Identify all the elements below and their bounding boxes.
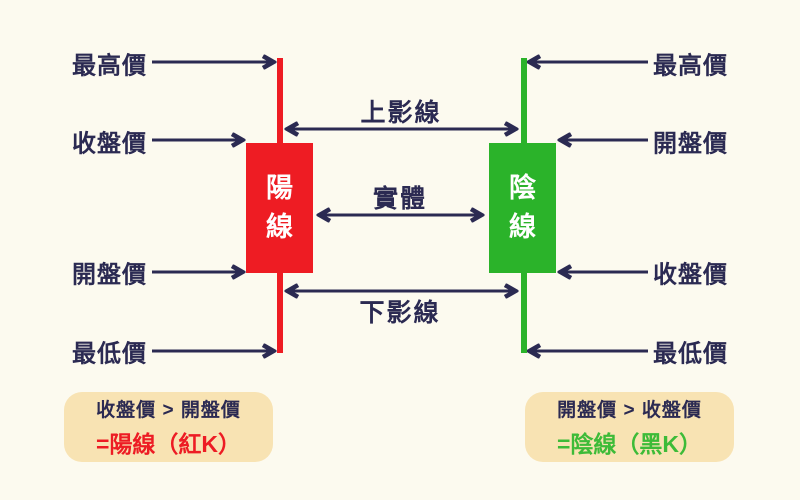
label-left-close: 收盤價 [72, 130, 147, 158]
label-left-high: 最高價 [72, 52, 147, 80]
label-right-low: 最低價 [653, 340, 728, 368]
green-candle-name: 陰線 [509, 172, 536, 242]
label-right-high: 最高價 [653, 52, 728, 80]
label-lower-shadow: 下影線 [359, 299, 441, 327]
label-right-open: 開盤價 [653, 130, 728, 158]
note-bullish-condition: 收盤價 > 開盤價 [96, 400, 241, 421]
label-left-low: 最低價 [72, 340, 147, 368]
label-left-open: 開盤價 [72, 261, 147, 289]
red-candle-body: 陽線 [246, 143, 313, 273]
note-bearish-condition: 開盤價 > 收盤價 [557, 400, 702, 421]
red-candle-name: 陽線 [266, 172, 293, 242]
green-candle-body: 陰線 [489, 143, 556, 273]
note-box-bearish: 開盤價 > 收盤價 =陰線（黑K） [525, 392, 734, 462]
label-body: 實體 [372, 185, 428, 213]
label-right-close: 收盤價 [653, 261, 728, 289]
note-box-bullish: 收盤價 > 開盤價 =陽線（紅K） [64, 392, 273, 462]
note-bullish-result: =陽線（紅K） [95, 431, 242, 457]
note-bearish-result: =陰線（黑K） [556, 431, 703, 457]
label-upper-shadow: 上影線 [360, 99, 442, 127]
